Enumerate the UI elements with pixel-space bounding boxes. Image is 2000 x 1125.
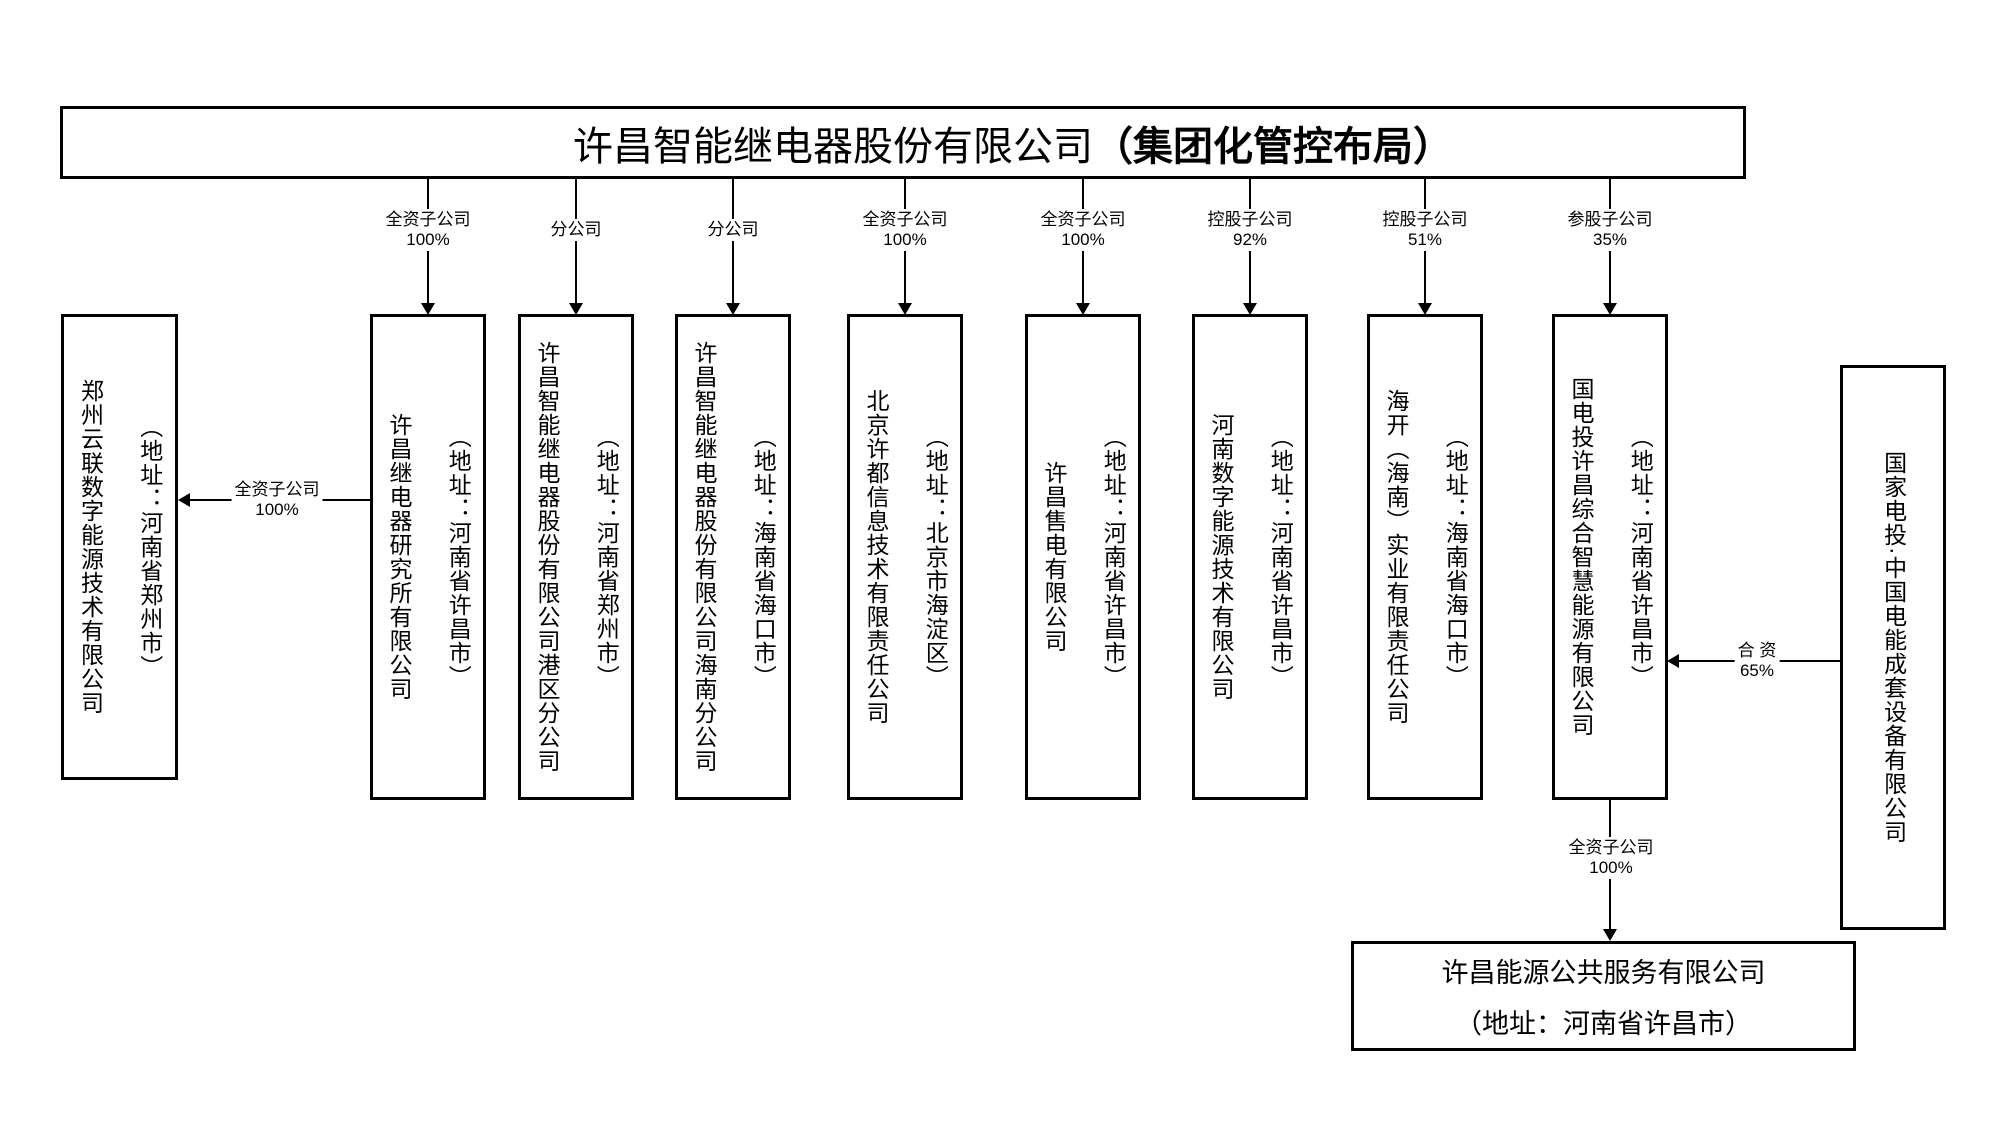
connector-line [575,179,577,304]
company-name: 国电投许昌综合智慧能源有限公司 [1568,377,1594,737]
link-type: 全资子公司 [234,480,320,499]
link-label: 全资子公司 100% [859,209,951,251]
company-name: 许昌继电器研究所有限公司 [386,413,412,701]
link-type: 全资子公司 [862,210,948,229]
company-address: （地址：河南省许昌市） [1267,425,1294,689]
link-share: 100% [1589,858,1633,877]
subsidiary-box-4: 北京许都信息技术有限责任公司 （地址：北京市海淀区） [847,314,963,800]
link-label: 参股子公司 35% [1564,209,1656,251]
link-label: 控股子公司 92% [1204,209,1296,251]
link-share: 92% [1232,230,1268,249]
company-address: （地址：河南省郑州市） [593,425,620,689]
company-name: 国家电投·中国电能成套设备有限公司 [1880,451,1907,844]
link-label: 全资子公司 100% [1565,837,1657,879]
link-share: 65% [1739,661,1775,680]
company-name: 河南数字能源技术有限公司 [1208,413,1234,701]
parent-company-box: 许昌智能继电器股份有限公司（集团化管控布局） [60,106,1746,179]
link-type: 全资子公司 [1040,210,1126,229]
company-name: 许昌智能继电器股份有限公司港区分公司 [534,341,560,773]
subsidiary-box-8: 国电投许昌综合智慧能源有限公司 （地址：河南省许昌市） [1552,314,1668,800]
company-name: 北京许都信息技术有限责任公司 [863,389,889,725]
link-label: 控股子公司 51% [1379,209,1471,251]
link-type: 全资子公司 [1568,838,1654,857]
arrow-down-icon [726,303,740,315]
connector-line [732,179,734,304]
bottom-company-box: 许昌能源公共服务有限公司 （地址：河南省许昌市） [1351,941,1856,1051]
company-address: （地址：河南省许昌市） [1100,425,1127,689]
subsidiary-box-1: 许昌继电器研究所有限公司 （地址：河南省许昌市） [370,314,486,800]
link-type: 控股子公司 [1207,210,1293,229]
link-type: 控股子公司 [1382,210,1468,229]
link-share: 100% [883,230,927,249]
arrow-down-icon [898,303,912,315]
link-type: 参股子公司 [1567,210,1653,229]
arrow-down-icon [1076,303,1090,315]
page-title: 许昌智能继电器股份有限公司（集团化管控布局） [573,114,1453,172]
link-share: 35% [1592,230,1628,249]
company-address: （地址：北京市海淀区） [922,425,949,689]
link-label: 分公司 [704,219,762,241]
arrow-down-icon [1418,303,1432,315]
company-address: （地址：河南省郑州市） [136,415,163,679]
right-company-box: 国家电投·中国电能成套设备有限公司 [1840,365,1946,930]
company-address: （地址：河南省许昌市） [1627,425,1654,689]
link-share: 51% [1407,230,1443,249]
company-address: （地址：海南省海口市） [750,425,777,689]
subsidiary-box-7: 海开（海南）实业有限责任公司 （地址：海南省海口市） [1367,314,1483,800]
subsidiary-box-5: 许昌售电有限公司 （地址：河南省许昌市） [1025,314,1141,800]
company-name: 许昌能源公共服务有限公司 [1441,958,1766,988]
arrow-left-icon [1667,654,1679,668]
link-label: 合 资 65% [1734,640,1780,682]
company-address: （地址：海南省海口市） [1442,425,1469,689]
arrow-down-icon [569,303,583,315]
parent-company-scope: （集团化管控布局） [1093,124,1453,169]
link-type: 合 资 [1737,641,1777,660]
link-type: 全资子公司 [385,210,471,229]
subsidiary-box-3: 许昌智能继电器股份有限公司海南分公司 （地址：海南省海口市） [675,314,791,800]
company-name: 海开（海南）实业有限责任公司 [1383,389,1409,725]
company-address: （地址：河南省许昌市） [1455,1009,1752,1039]
subsidiary-box-6: 河南数字能源技术有限公司 （地址：河南省许昌市） [1192,314,1308,800]
left-company-box: 郑州云联数字能源技术有限公司 （地址：河南省郑州市） [61,314,178,780]
company-address: （地址：河南省许昌市） [445,425,472,689]
link-share: 100% [255,500,299,519]
parent-company-name: 许昌智能继电器股份有限公司 [573,124,1093,169]
arrow-down-icon [1243,303,1257,315]
subsidiary-box-2: 许昌智能继电器股份有限公司港区分公司 （地址：河南省郑州市） [518,314,634,800]
link-share: 100% [406,230,450,249]
link-label: 全资子公司 100% [231,479,323,521]
company-name: 许昌售电有限公司 [1041,461,1067,653]
arrow-down-icon [421,303,435,315]
company-name: 郑州云联数字能源技术有限公司 [77,379,104,715]
link-type: 分公司 [707,220,759,239]
arrow-down-icon [1603,303,1617,315]
arrow-left-icon [178,493,190,507]
link-type: 分公司 [550,220,602,239]
link-share: 100% [1061,230,1105,249]
arrow-down-icon [1603,929,1617,941]
company-name: 许昌智能继电器股份有限公司海南分公司 [691,341,717,773]
link-label: 全资子公司 100% [382,209,474,251]
link-label: 分公司 [547,219,605,241]
link-label: 全资子公司 100% [1037,209,1129,251]
